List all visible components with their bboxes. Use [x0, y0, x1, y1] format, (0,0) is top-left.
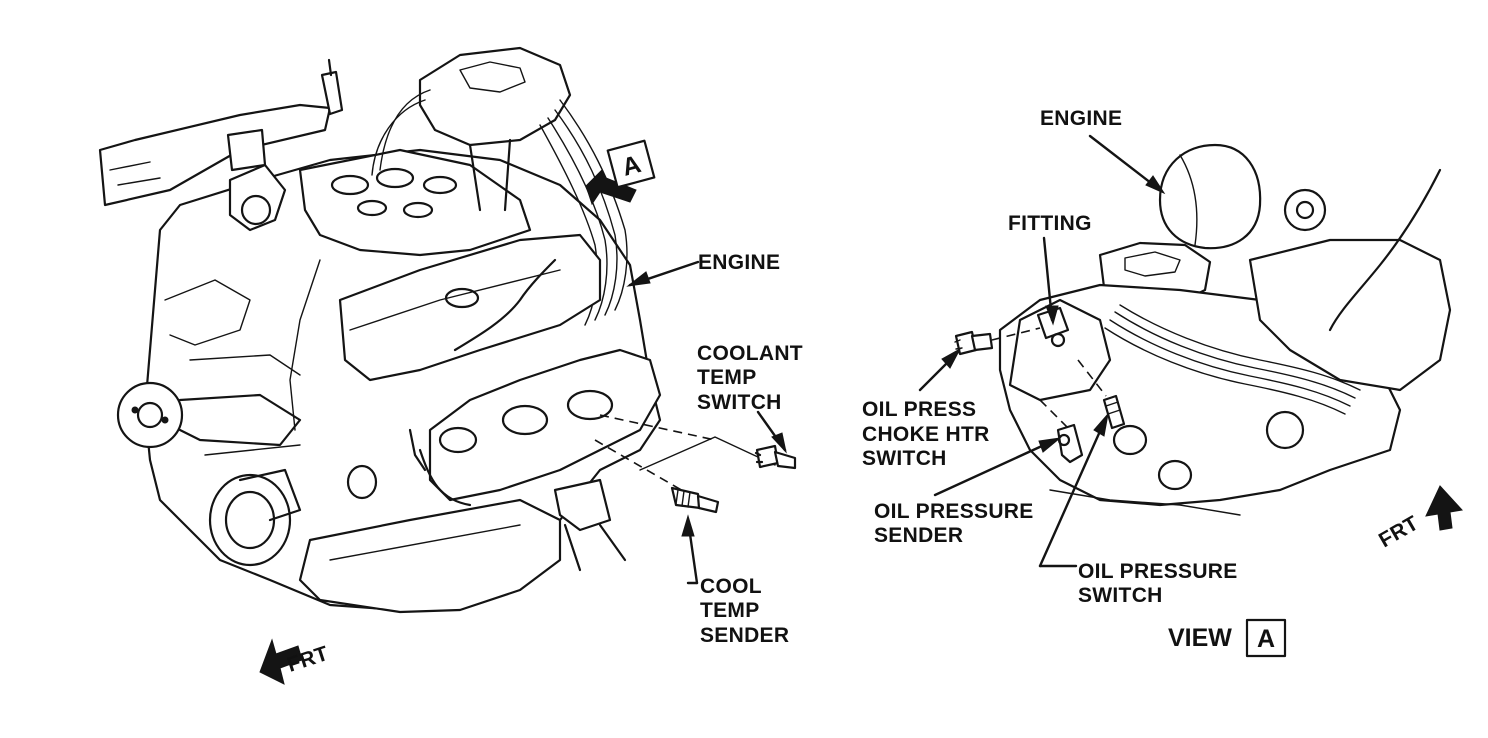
view-a-caption: VIEW A — [1168, 618, 1287, 658]
left-front-indicator: FRT — [259, 638, 331, 685]
cool-temp-sender-part — [670, 486, 720, 514]
left-sensor-callouts: COOLANT TEMP SWITCH COOL TEMP SENDER — [594, 342, 809, 647]
oil-pressure-sender-part — [1056, 423, 1084, 464]
left-engine-illustration — [98, 46, 662, 614]
coolant-temp-switch-part — [754, 444, 797, 470]
view-a-marker: A — [585, 139, 656, 206]
fitting-label: FITTING — [1008, 212, 1092, 235]
coolant-temp-switch-label: COOLANT TEMP SWITCH — [697, 342, 809, 414]
view-caption-tag: A — [1257, 625, 1275, 653]
oil-pressure-sender-label: OIL PRESSURE SENDER — [874, 500, 1040, 547]
cool-temp-sender-label: COOL TEMP SENDER — [700, 575, 789, 647]
oil-pressure-switch-part — [1102, 394, 1126, 430]
right-engine-illustration — [998, 143, 1452, 516]
oil-press-choke-htr-switch-label: OIL PRESS CHOKE HTR SWITCH — [862, 398, 996, 470]
right-front-indicator: FRT — [1375, 485, 1463, 553]
oil-press-choke-htr-switch-part — [954, 330, 994, 356]
left-engine-label: ENGINE — [698, 251, 780, 274]
left-frt-label: FRT — [284, 642, 331, 677]
right-callouts: ENGINE FITTING OIL PRESS CHOKE HTR SWITC… — [862, 107, 1244, 607]
right-engine-label: ENGINE — [1040, 107, 1122, 130]
oil-pressure-switch-label: OIL PRESSURE SWITCH — [1078, 560, 1244, 607]
right-frt-label: FRT — [1375, 512, 1423, 553]
view-caption-text: VIEW — [1168, 624, 1232, 652]
left-engine-callout: ENGINE — [626, 251, 780, 287]
